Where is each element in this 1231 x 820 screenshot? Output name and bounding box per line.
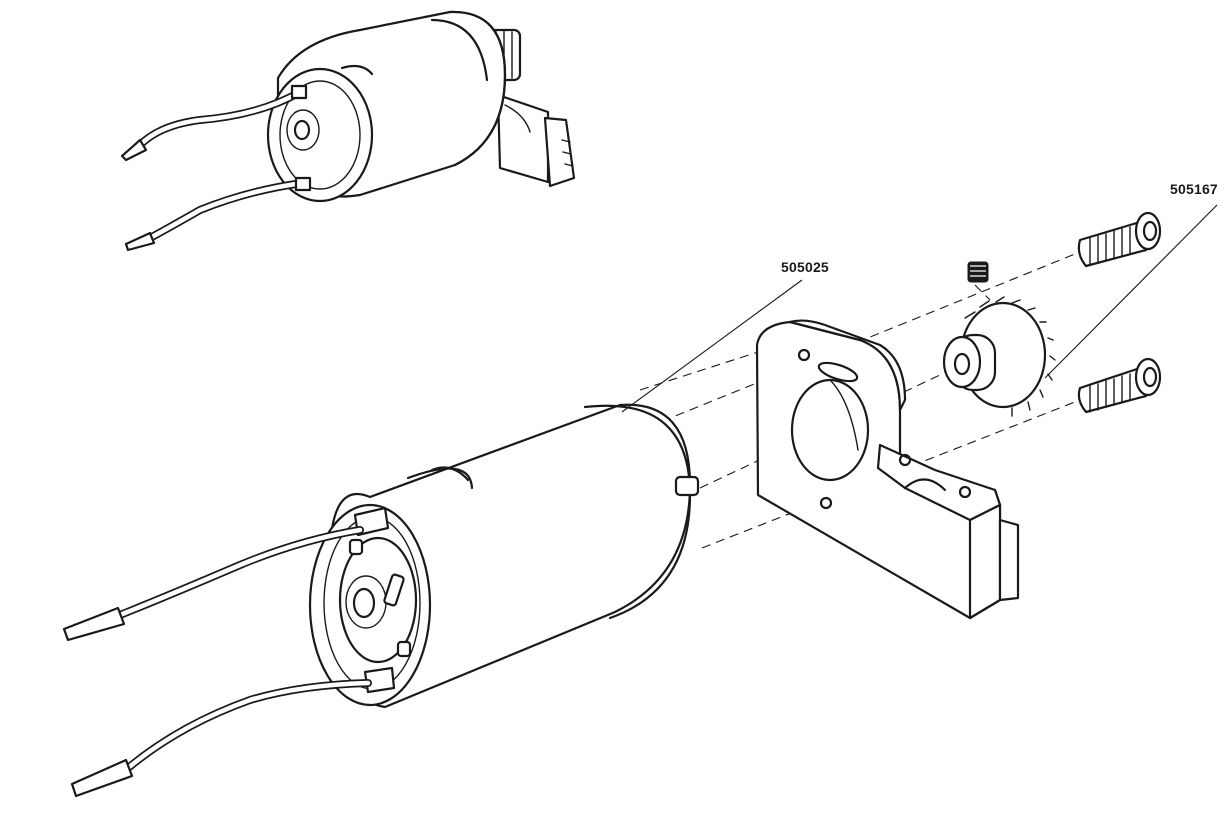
- assembled-motor-view: [120, 10, 576, 252]
- part-label-505025: 505025: [781, 259, 829, 275]
- assembled-motor-mount: [496, 93, 576, 188]
- motor-mount-bracket: [755, 319, 1020, 620]
- leader-505025: [621, 279, 803, 413]
- leader-505167: [1044, 204, 1218, 379]
- assembled-motor-wires: [120, 84, 312, 252]
- leader-lines: [621, 204, 1218, 413]
- part-label-505167: 505167: [1170, 181, 1218, 197]
- motor-505025: [308, 403, 700, 709]
- assembled-motor-can: [266, 10, 507, 203]
- wire-terminal-upper: [62, 606, 126, 642]
- motor-lead-wires: [62, 526, 372, 798]
- pinion-gear: [942, 296, 1056, 417]
- mount-screw-upper: [1077, 211, 1162, 268]
- set-screw: [967, 261, 989, 283]
- wire-terminal-lower: [70, 758, 134, 798]
- mount-screw-lower: [1077, 357, 1162, 414]
